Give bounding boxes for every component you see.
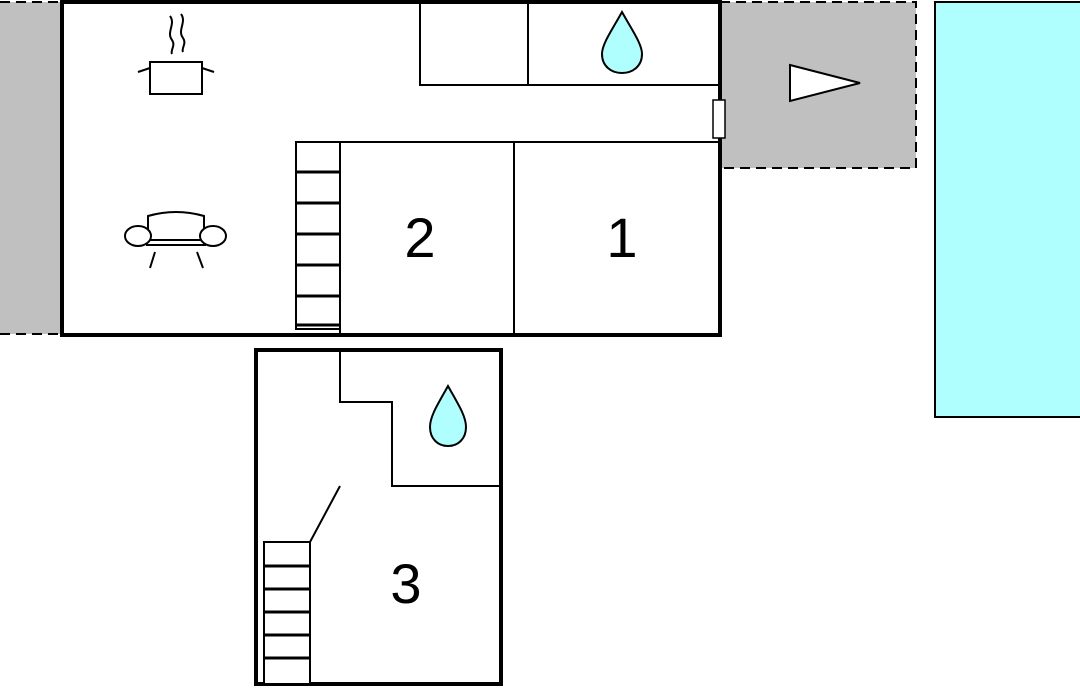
staircase-lower	[263, 541, 311, 685]
sofa-icon	[124, 211, 227, 269]
entrance-arrow-icon	[789, 63, 861, 103]
room-1-label: 1	[606, 206, 637, 269]
staircase-upper	[295, 141, 341, 330]
water-drop-icon-lower	[428, 383, 468, 448]
terrace-left	[0, 1, 62, 335]
lower-floor-outline	[254, 348, 503, 686]
upper-floor-outline	[60, 0, 722, 337]
entrance-door	[712, 99, 726, 139]
water-drop-icon	[600, 9, 644, 75]
cooking-pot-icon	[137, 13, 215, 95]
swimming-pool	[934, 1, 1080, 418]
upper-floor-partitions	[339, 2, 720, 335]
lower-floor-partitions	[309, 350, 501, 684]
room-2-label: 2	[404, 206, 435, 269]
room-3-label: 3	[390, 552, 421, 615]
